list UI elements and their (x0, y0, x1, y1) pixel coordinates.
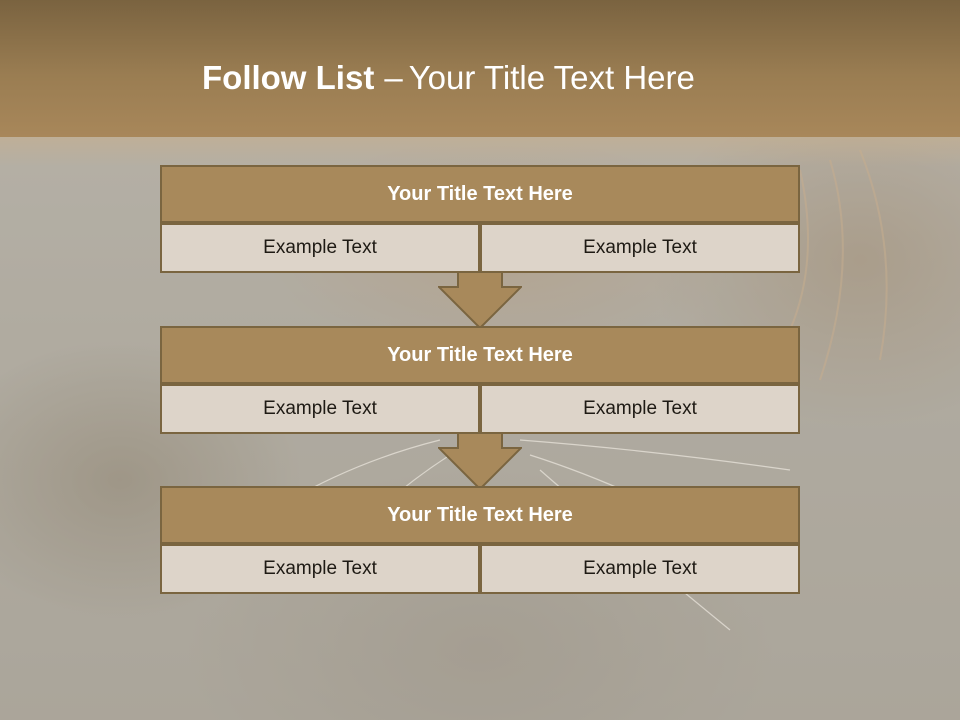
step-cell-right: Example Text (480, 384, 800, 434)
step-cell-right: Example Text (480, 223, 800, 273)
down-arrow-icon (438, 271, 522, 329)
step-title: Your Title Text Here (160, 165, 800, 223)
header-bar (0, 0, 960, 137)
step-title: Your Title Text Here (160, 326, 800, 384)
slide-title: Follow List–Your Title Text Here (202, 56, 695, 100)
step-cell-right: Example Text (480, 544, 800, 594)
slide-title-dash: – (384, 59, 403, 96)
step-title: Your Title Text Here (160, 486, 800, 544)
header-fade (0, 137, 960, 167)
down-arrow-icon (438, 432, 522, 490)
slide-title-rest: Your Title Text Here (408, 59, 695, 96)
slide-title-bold: Follow List (202, 59, 375, 96)
step-cell-left: Example Text (160, 544, 480, 594)
step-cell-left: Example Text (160, 223, 480, 273)
step-cell-left: Example Text (160, 384, 480, 434)
